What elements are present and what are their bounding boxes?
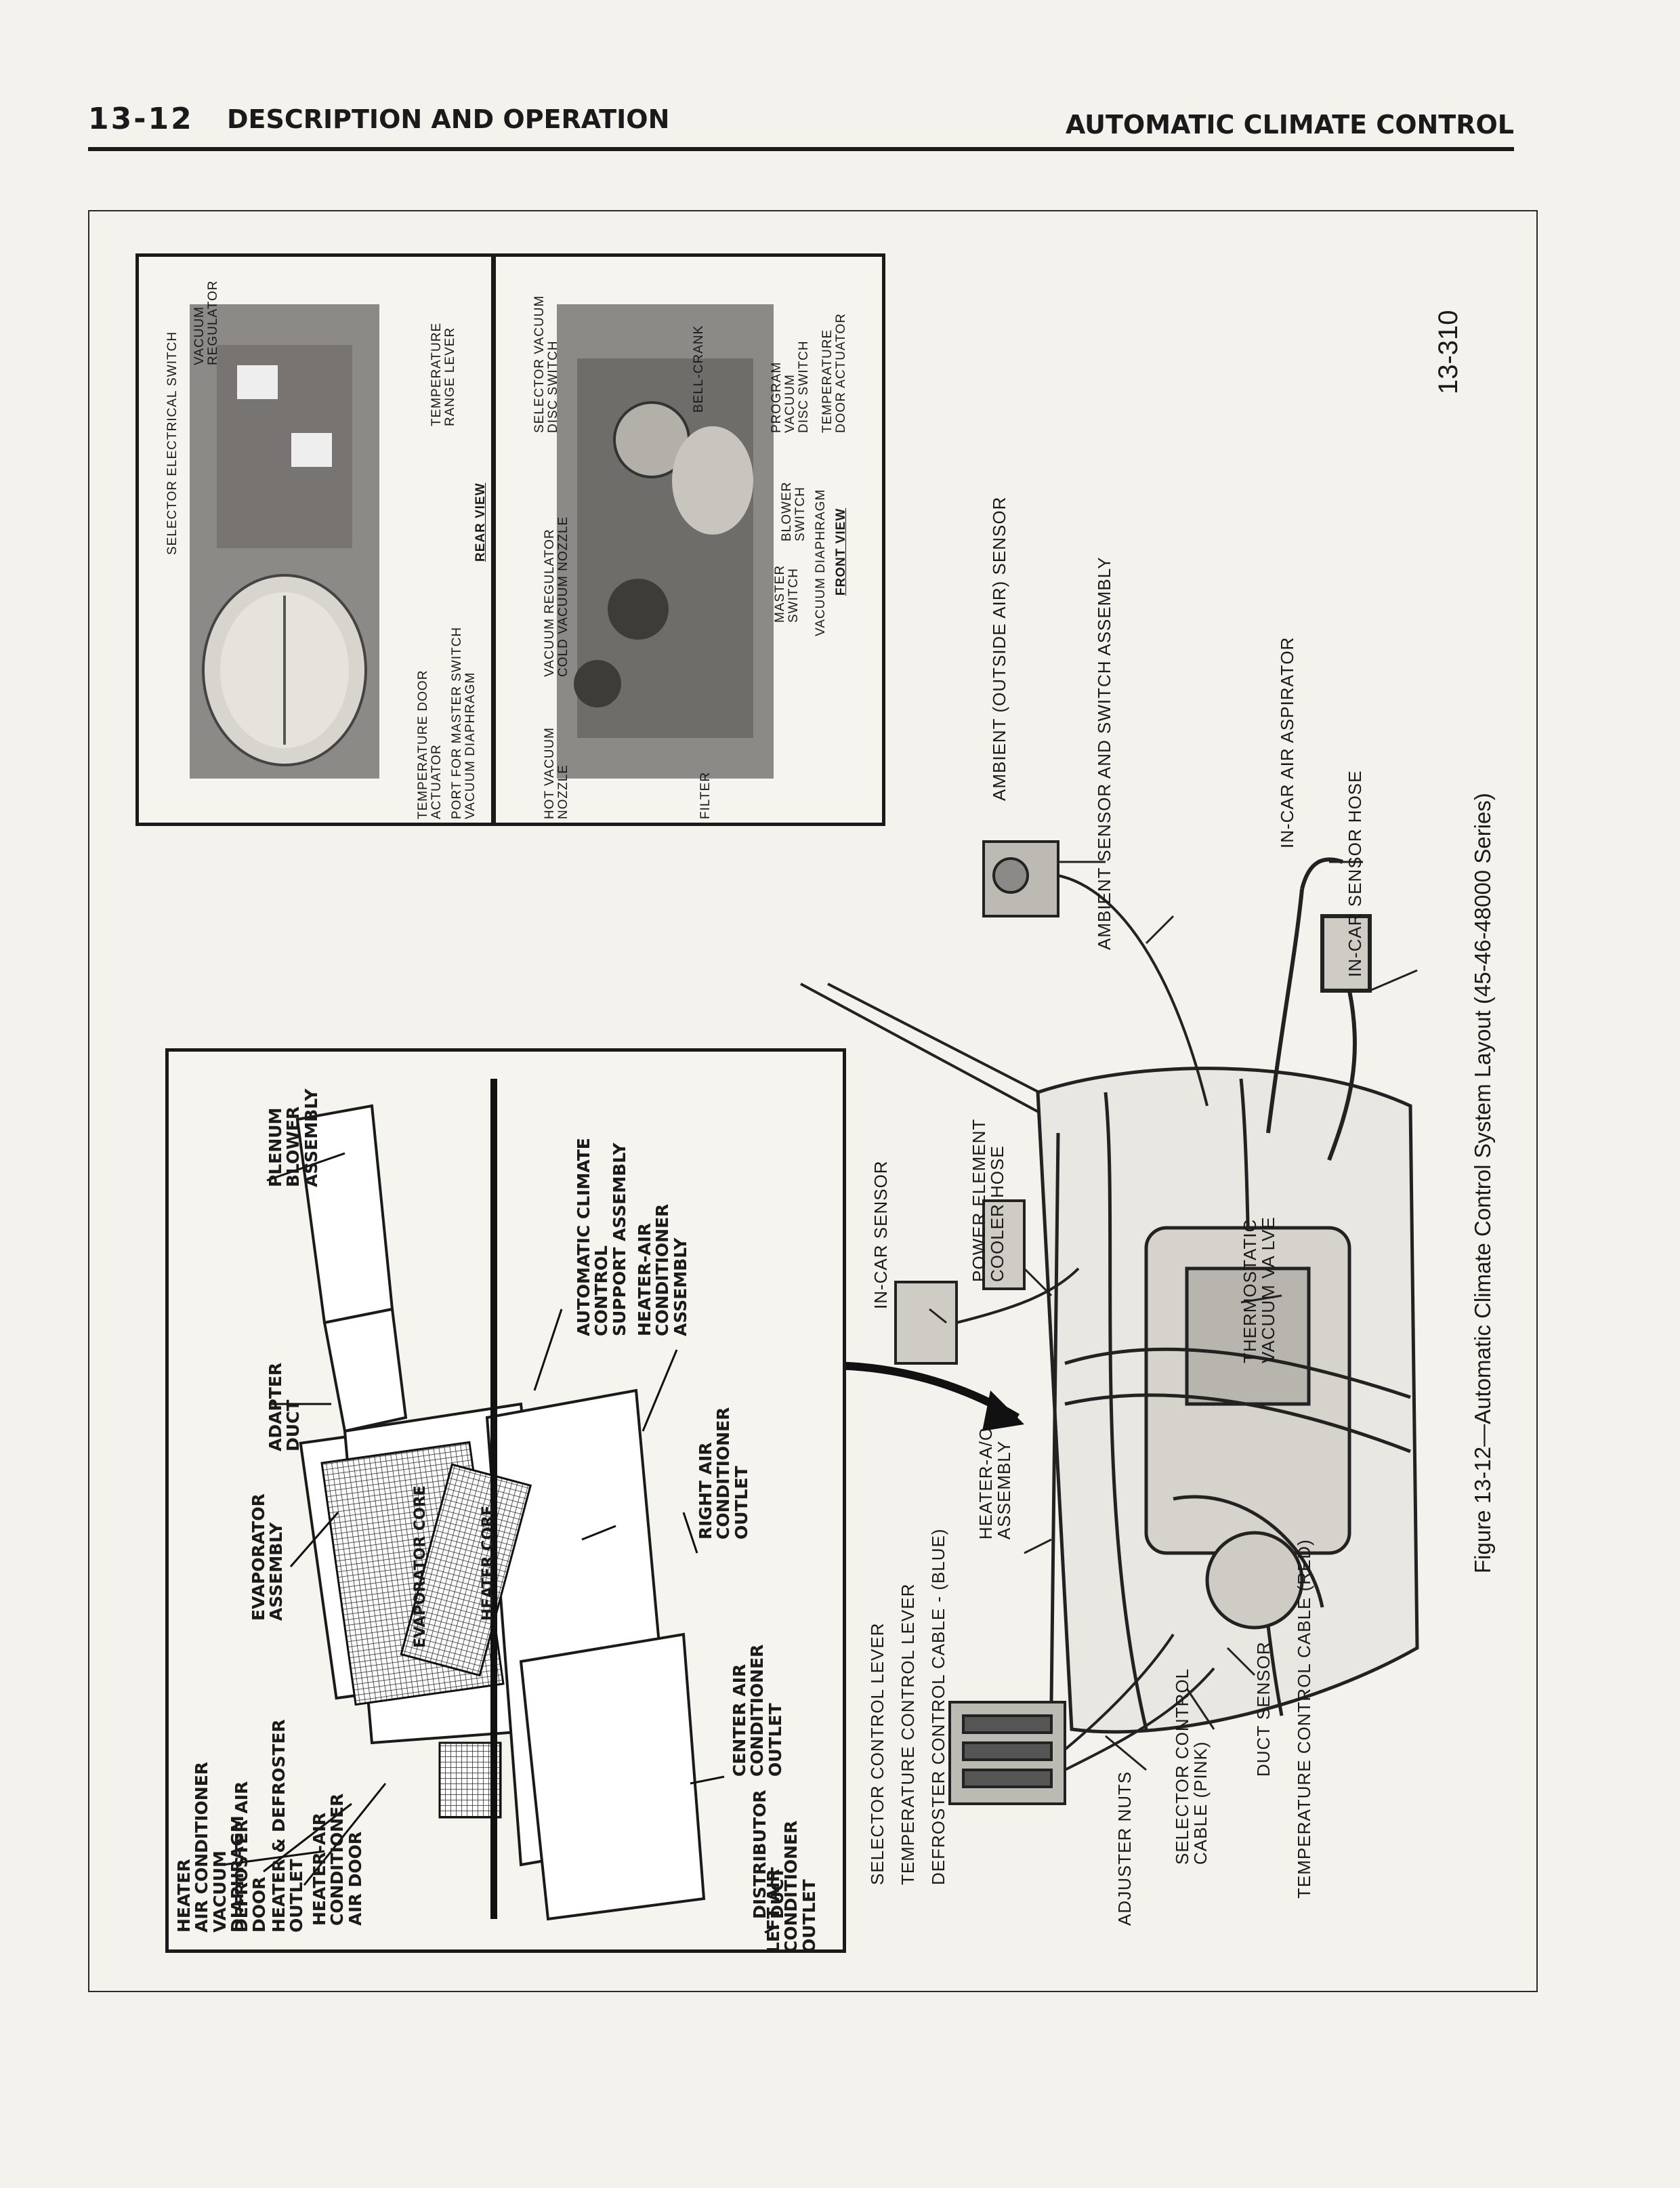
dash-assembly xyxy=(1036,1067,1419,1734)
label-defroster-air-door: DEFROSTER AIR DOOR xyxy=(232,1781,270,1933)
label-selector-control-lever: SELECTOR CONTROL LEVER xyxy=(867,1622,887,1885)
label-heater-ac-air-door: HEATER-AIR CONDITIONER AIR DOOR xyxy=(310,1793,365,1926)
figure-caption: Figure 13-12—Automatic Climate Control S… xyxy=(1470,793,1495,1573)
label-thermostatic-valve: THERMOSTATIC VACUUM VA LVE xyxy=(1240,1216,1279,1363)
label-selector-cable: SELECTOR CONTROL CABLE (PINK) xyxy=(1172,1668,1211,1865)
control-panel-drawing xyxy=(948,1633,1215,1805)
leader-lines xyxy=(929,861,1418,1771)
inset-connector-line xyxy=(800,983,1066,1128)
label-hot-vacuum-nozzle: HOT VACUUM NOZZLE xyxy=(543,727,570,819)
label-port-master-switch: PORT FOR MASTER SWITCH VACUUM DIAPHRAGM xyxy=(450,626,478,819)
header-rule xyxy=(88,147,1514,151)
label-master-switch: MASTER SWITCH xyxy=(773,564,801,623)
arrow-head-right xyxy=(982,1390,1024,1431)
label-defroster-cable: DEFROSTER CONTROL CABLE - (BLUE) xyxy=(928,1528,948,1885)
label-duct-sensor: DUCT SENSOR xyxy=(1253,1641,1274,1777)
label-in-car-sensor-hose: IN-CAR SENSOR HOSE xyxy=(1345,770,1365,978)
label-adapter-duct: ADAPTER DUCT xyxy=(266,1362,303,1451)
label-power-element-hose: POWER ELEMENT COOLER HOSE xyxy=(969,1118,1008,1282)
label-temperature-range-lever: TEMPERATURE RANGE LEVER xyxy=(429,322,457,426)
figure-frame: SELECTOR ELECTRICAL SWITCH VACUUM REGULA… xyxy=(88,210,1538,1992)
label-ambient-sensor-switch: AMBIENT SENSOR AND SWITCH ASSEMBLY xyxy=(1094,556,1114,950)
figure-number: 13-310 xyxy=(1433,310,1463,394)
label-evaporator-assembly: EVAPORATOR ASSEMBLY xyxy=(249,1493,287,1621)
system-layout-drawing xyxy=(596,840,1419,1805)
label-evaporator-core: EVAPORATOR CORE xyxy=(412,1485,429,1648)
rear-view-photo-detail xyxy=(202,345,367,766)
label-filter: FILTER xyxy=(698,771,713,819)
label-center-outlet: CENTER AIR CONDITIONER OUTLET xyxy=(730,1644,785,1777)
rear-view-label: REAR VIEW xyxy=(474,482,488,562)
label-temperature-cable: TEMPERATURE CONTROL CABLE (RED) xyxy=(1294,1539,1314,1899)
label-left-outlet: LEFT AIR CONDITIONER OUTLET xyxy=(763,1820,819,1953)
ambient-sensor-drawing xyxy=(982,840,1209,1107)
label-ambient-sensor: AMBIENT (OUTSIDE AIR) SENSOR xyxy=(989,496,1009,801)
label-plenum-blower: PLENUM BLOWER ASSEMBLY xyxy=(266,1088,321,1187)
heater-ac-drawing xyxy=(222,1079,779,1934)
label-selector-vacuum-disc-switch: SELECTOR VACUUM DISC SWITCH xyxy=(532,295,560,433)
label-bell-crank: BELL-CRANK xyxy=(692,325,706,413)
aspirator-hose xyxy=(1266,857,1372,1161)
label-heater-ac-assembly: HEATER-AIR CONDITIONER ASSEMBLY xyxy=(635,1203,690,1336)
page-header: 13-12 DESCRIPTION AND OPERATION AUTOMATI… xyxy=(88,102,1514,149)
page-title: DESCRIPTION AND OPERATION xyxy=(227,104,670,134)
heater-ac-inset: PLENUM BLOWER ASSEMBLY ADAPTER DUCT EVAP… xyxy=(165,1048,846,1953)
label-in-car-sensor: IN-CAR SENSOR xyxy=(870,1160,891,1309)
label-vacuum-regulator-cold-nozzle: VACUUM REGULATOR COLD VACUUM NOZZLE xyxy=(543,516,570,677)
front-view-photo-detail xyxy=(574,358,753,738)
label-program-vacuum-disc-switch: PROGRAM VACUUM DISC SWITCH xyxy=(770,340,811,433)
label-adjuster-nuts: ADJUSTER NUTS xyxy=(1114,1771,1135,1926)
label-right-outlet: RIGHT AIR CONDITIONER OUTLET xyxy=(696,1407,751,1540)
label-heater-ac-assembly-car: HEATER-A/C ASSEMBLY xyxy=(975,1427,1015,1540)
rear-view-inset: SELECTOR ELECTRICAL SWITCH VACUUM REGULA… xyxy=(135,253,495,826)
section-title: AUTOMATIC CLIMATE CONTROL xyxy=(1065,110,1514,140)
label-heater-core: HEATER CORE xyxy=(480,1505,497,1621)
label-temperature-control-lever: TEMPERATURE CONTROL LEVER xyxy=(898,1583,918,1885)
label-heater-defroster-outlet: HEATER & DEFROSTER OUTLET xyxy=(269,1719,307,1933)
label-in-car-aspirator: IN-CAR AIR ASPIRATOR xyxy=(1277,636,1297,848)
label-support-assembly: AUTOMATIC CLIMATE CONTROL SUPPORT ASSEMB… xyxy=(574,1138,629,1336)
label-selector-electrical-switch: SELECTOR ELECTRICAL SWITCH xyxy=(165,331,180,555)
front-view-inset: SELECTOR VACUUM DISC SWITCH BELL-CRANK P… xyxy=(492,253,885,826)
front-view-label: FRONT VIEW xyxy=(834,508,848,596)
label-blower-switch: BLOWER SWITCH xyxy=(780,481,807,541)
label-vacuum-diaphragm: VACUUM DIAPHRAGM xyxy=(814,489,828,636)
label-temperature-door-actuator-front: TEMPERATURE DOOR ACTUATOR xyxy=(820,313,848,433)
label-vacuum-regulator: VACUUM REGULATOR xyxy=(192,280,220,366)
page-number: 13-12 xyxy=(88,102,194,136)
label-temperature-door-actuator: TEMPERATURE DOOR ACTUATOR xyxy=(416,669,444,819)
